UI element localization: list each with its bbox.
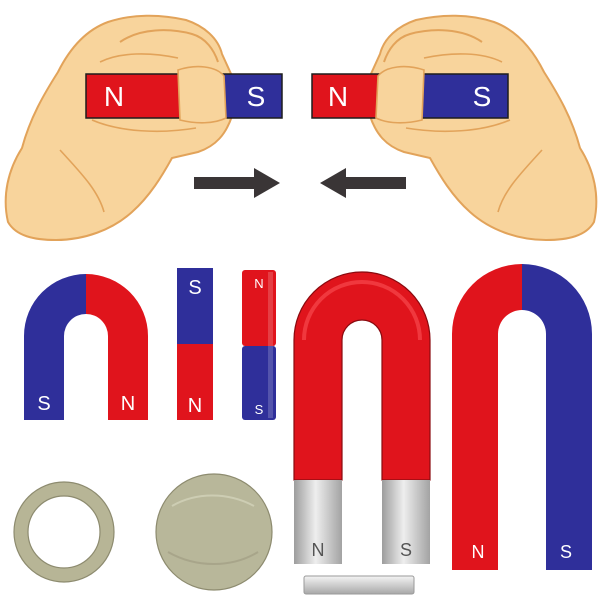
north-label: N [104,81,124,112]
south-label: S [473,81,492,112]
south-label: S [188,277,201,299]
bar-magnet-vertical: S N [177,268,213,420]
arrow-left-icon [320,168,406,198]
ring-magnet [13,481,115,583]
south-label: S [560,542,572,562]
hand-left-icon [4,14,233,242]
horseshoe-magnet-small: S N [24,274,148,420]
hand-right-icon [369,14,598,242]
thumb-right [375,65,425,124]
u-magnet-long: N S [452,264,592,570]
south-label: S [255,402,264,417]
thumb-left [177,65,227,124]
rod-magnet-thin: N S [242,270,276,420]
north-label: N [254,276,263,291]
south-label: S [400,540,412,560]
u-magnet-steel-tips: N S [293,271,431,564]
north-label: N [472,542,485,562]
disc-magnet [155,473,273,591]
south-label: S [37,393,50,415]
north-label: N [328,81,348,112]
north-label: N [188,395,202,417]
arrow-right-icon [194,168,280,198]
north-label: N [121,393,135,415]
south-label: S [247,81,266,112]
north-label: N [312,540,325,560]
keeper-bar [303,575,415,595]
